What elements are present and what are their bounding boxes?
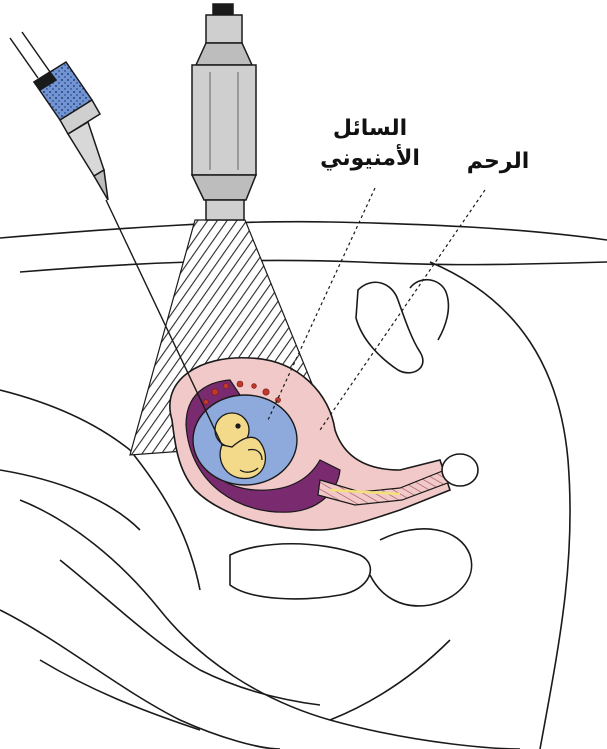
uterus-label: الرحم [466, 149, 530, 174]
ultrasound-probe [190, 3, 258, 221]
pelvic-organs [229, 279, 479, 607]
fetus [214, 412, 267, 480]
needle [105, 199, 223, 446]
label-pointers [267, 187, 486, 431]
amniotic-fluid-label-line1: السائل [332, 116, 408, 141]
uterus-pointer [319, 189, 486, 431]
cervical-canal [329, 488, 401, 496]
syringe [9, 31, 223, 446]
amniotic-fluid-pointer [267, 187, 376, 421]
body-outline [0, 220, 607, 749]
amniotic-fluid-label: السائل الأمنيوني [300, 114, 440, 174]
amniotic-fluid-label-line2: الأمنيوني [320, 146, 420, 171]
